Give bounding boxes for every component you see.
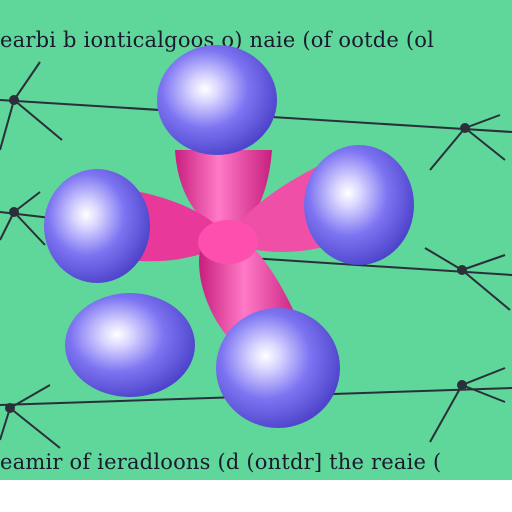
bottom-caption: eamir of ieradloons (d (ontdr] the reaie… bbox=[0, 450, 442, 474]
connector-lines bbox=[0, 61, 512, 449]
blue-lobes bbox=[44, 45, 414, 428]
bottom-white-strip bbox=[0, 480, 512, 512]
pink-lobes bbox=[130, 150, 330, 345]
connector-nodes bbox=[5, 95, 470, 413]
